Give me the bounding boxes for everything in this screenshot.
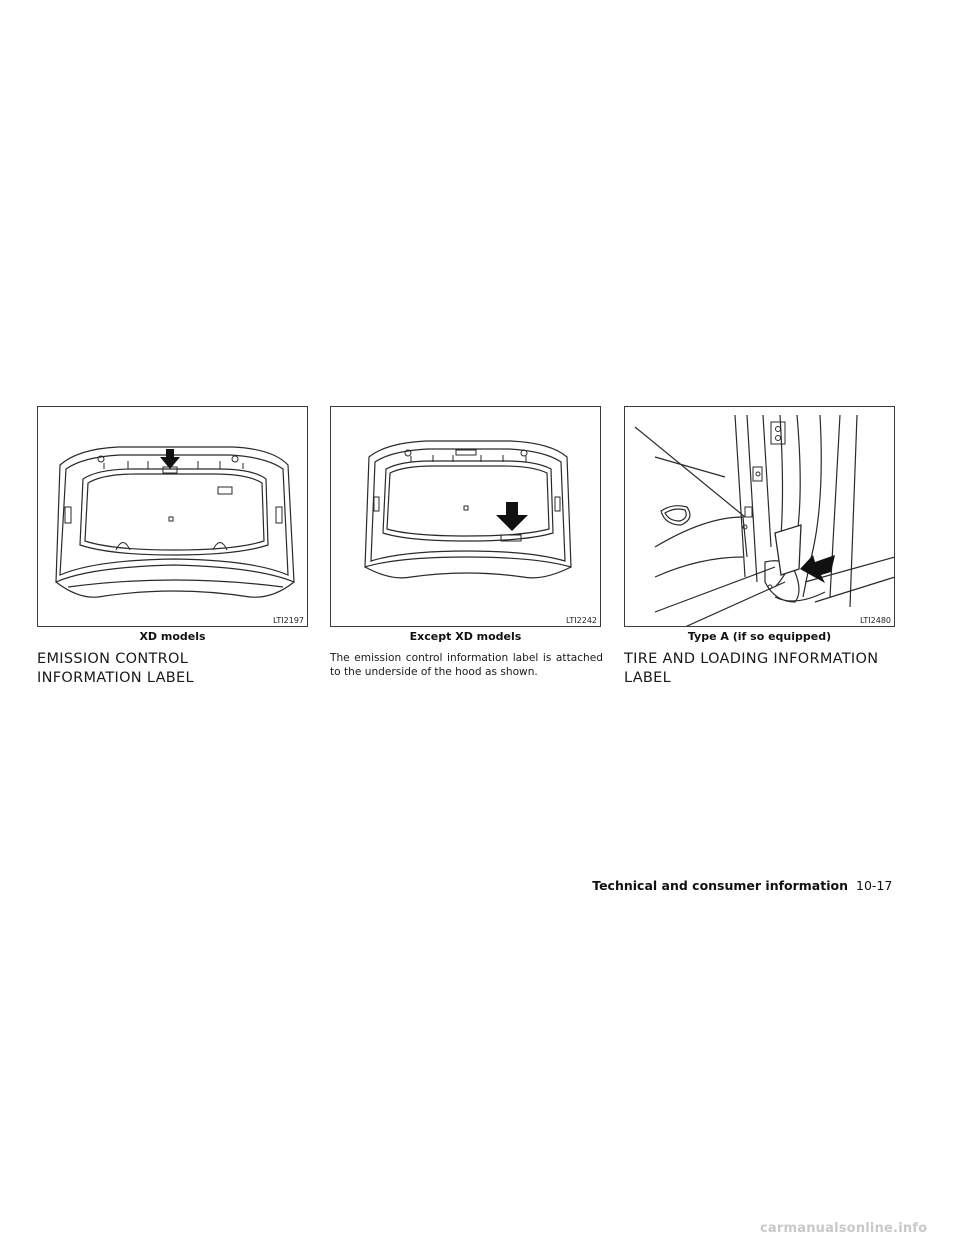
heading-line: EMISSION CONTROL — [37, 651, 189, 667]
footer-section-title: Technical and consumer information — [592, 878, 848, 893]
heading-line: LABEL — [624, 670, 672, 686]
figure-door-pillar: LTI2480 — [624, 406, 895, 627]
figure-hood-except-xd: LTI2242 — [330, 406, 601, 627]
arrow-icon — [800, 555, 835, 583]
figure-code: LTI2197 — [273, 616, 304, 625]
door-pillar-illustration — [634, 414, 894, 626]
figure-caption: XD models — [139, 630, 206, 643]
figure-code: LTI2480 — [860, 616, 891, 625]
figure-caption: Except XD models — [409, 630, 522, 643]
heading-line: TIRE AND LOADING INFORMATION — [624, 651, 879, 667]
figure-hood-xd: LTI2197 — [37, 406, 308, 627]
hood-xd-illustration — [55, 446, 295, 598]
arrow-icon — [160, 449, 180, 469]
heading-line: INFORMATION LABEL — [37, 670, 194, 686]
tire-label-outline — [774, 524, 802, 576]
page-number: 10-17 — [856, 878, 893, 893]
watermark: carmanualsonline.info — [760, 1221, 928, 1236]
arrow-icon — [496, 502, 528, 531]
emission-label-heading: EMISSION CONTROL INFORMATION LABEL — [37, 650, 308, 688]
tire-loading-label-heading: TIRE AND LOADING INFORMATION LABEL — [624, 650, 895, 688]
figure-code: LTI2242 — [566, 616, 597, 625]
figure-caption: Type A (if so equipped) — [687, 630, 832, 643]
hood-except-xd-illustration — [364, 440, 572, 579]
emission-label-body: The emission control information label i… — [330, 652, 603, 678]
